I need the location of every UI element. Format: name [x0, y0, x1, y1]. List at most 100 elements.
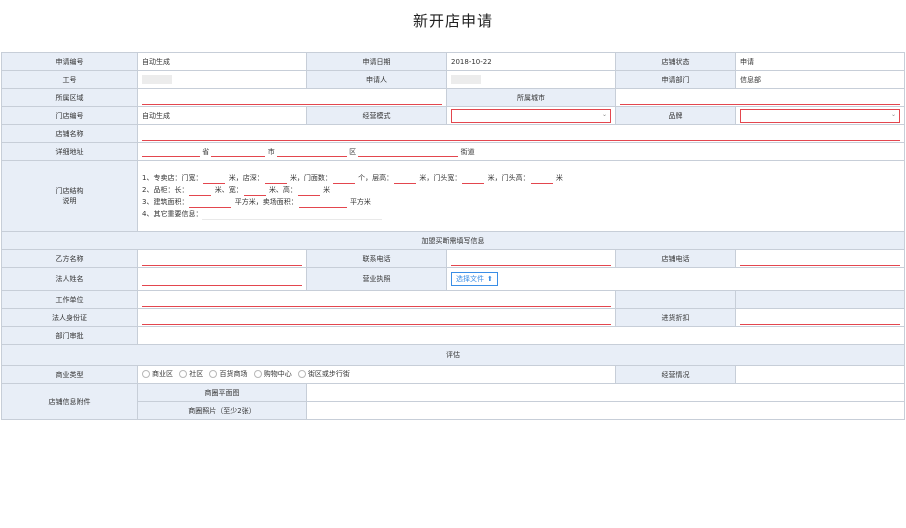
- radio-shopping-center[interactable]: 购物中心: [253, 369, 292, 379]
- work-unit-label: 工作单位: [1, 290, 138, 309]
- street-label: 街道: [460, 148, 475, 156]
- door-width-input[interactable]: [203, 173, 226, 184]
- operation-value[interactable]: [735, 365, 905, 384]
- work-blank-value: [735, 290, 905, 309]
- row-store-no: 门店编号 自动生成 经营模式 ⌄ 品牌 ⌄: [1, 106, 905, 125]
- sign-height-input[interactable]: [530, 173, 553, 184]
- sign-width-input[interactable]: [462, 173, 485, 184]
- biz-type-options: 商业区 社区 百货商场 购物中心 街区或步行街: [137, 365, 616, 384]
- party-b-label: 乙方名称: [1, 249, 138, 268]
- row-address: 详细地址 省 市 区 街道: [1, 142, 905, 161]
- photos-upload[interactable]: [306, 401, 905, 420]
- legal-name-label: 法人姓名: [1, 267, 138, 291]
- struct-text: 平方米，卖场面积：: [234, 198, 298, 206]
- row-attach-1: 店铺信息附件 商圈平面图: [1, 383, 905, 420]
- struct-text: 米，店深：: [228, 174, 264, 182]
- mode-label: 经营模式: [306, 106, 447, 125]
- struct-text: 米、高：: [268, 186, 297, 194]
- brand-label: 品牌: [615, 106, 736, 125]
- structure-label-line2: 说明: [62, 197, 77, 205]
- store-name-label: 店铺名称: [1, 124, 138, 143]
- radio-biz-district[interactable]: 商业区: [142, 369, 173, 379]
- district-label: 区: [349, 148, 357, 156]
- brand-select[interactable]: ⌄: [735, 106, 905, 125]
- applicant-label: 申请人: [306, 70, 447, 89]
- emp-no-redacted: [142, 75, 172, 84]
- phone-label: 联系电话: [306, 249, 447, 268]
- structure-line-2: 2、品柜：长： 米、宽： 米、高： 米: [142, 184, 900, 196]
- struct-text: 平方米: [349, 198, 371, 206]
- legal-id-label: 法人身份证: [1, 308, 138, 327]
- apply-no-value: 自动生成: [137, 52, 307, 71]
- biz-type-label: 商业类型: [1, 365, 138, 384]
- struct-text: 米: [555, 174, 563, 182]
- address-fields: 省 市 区 街道: [137, 142, 905, 161]
- structure-label-line1: 门店结构: [55, 187, 84, 195]
- province-input[interactable]: [142, 146, 200, 157]
- apply-no-label: 申请编号: [1, 52, 138, 71]
- store-phone-input[interactable]: [735, 249, 905, 268]
- city-address-input[interactable]: [211, 146, 266, 157]
- legal-id-input[interactable]: [137, 308, 616, 327]
- counter-height-input[interactable]: [297, 185, 320, 196]
- row-partner: 乙方名称 联系电话 店铺电话: [1, 249, 905, 268]
- depth-input[interactable]: [264, 173, 287, 184]
- store-name-input[interactable]: [137, 124, 905, 143]
- dept-value: 信息部: [735, 70, 905, 89]
- region-input[interactable]: [137, 88, 447, 107]
- section-join-header: 加盟买断需填写信息: [1, 231, 905, 250]
- party-b-input[interactable]: [137, 249, 307, 268]
- choose-file-button[interactable]: 选择文件 ⬆: [451, 272, 498, 286]
- store-application-form: 申请编号 自动生成 申请日期 2018-10-22 店铺状态 申请 工号 申请人…: [1, 52, 905, 420]
- phone-input[interactable]: [446, 249, 616, 268]
- struct-text: 2、品柜：长：: [142, 186, 189, 194]
- legal-name-input[interactable]: [137, 267, 307, 291]
- street-input[interactable]: [358, 146, 459, 157]
- row-structure: 门店结构 说明 1、专卖店：门宽： 米，店深： 米，门面数： 个，层高： 米，门…: [1, 160, 905, 232]
- row-work: 工作单位: [1, 290, 905, 309]
- license-upload: 选择文件 ⬆: [446, 267, 905, 291]
- floor-plan-label: 商圈平面图: [137, 383, 307, 402]
- building-area-input[interactable]: [189, 197, 232, 208]
- row-biz-type: 商业类型 商业区 社区 百货商场 购物中心 街区或步行街 经营情况: [1, 365, 905, 384]
- work-unit-input[interactable]: [137, 290, 616, 309]
- mode-select[interactable]: ⌄: [446, 106, 616, 125]
- emp-no-label: 工号: [1, 70, 138, 89]
- radio-community[interactable]: 社区: [179, 369, 203, 379]
- photos-label: 商圈照片（至少2张）: [137, 401, 307, 420]
- radio-department-store[interactable]: 百货商场: [209, 369, 247, 379]
- license-label: 营业执照: [306, 267, 447, 291]
- dept-label: 申请部门: [615, 70, 736, 89]
- province-label: 省: [202, 148, 210, 156]
- floor-plan-upload[interactable]: [306, 383, 905, 402]
- radio-pedestrian-street[interactable]: 街区或步行街: [297, 369, 350, 379]
- structure-line-1: 1、专卖店：门宽： 米，店深： 米，门面数： 个，层高： 米，门头宽： 米，门头…: [142, 172, 900, 184]
- sales-area-input[interactable]: [298, 197, 347, 208]
- other-info-input[interactable]: [202, 209, 383, 220]
- struct-text: 米: [323, 186, 331, 194]
- counter-length-input[interactable]: [189, 185, 212, 196]
- store-no-label: 门店编号: [1, 106, 138, 125]
- section-eval: 评估: [1, 344, 905, 366]
- upload-icon: ⬆: [487, 275, 493, 283]
- row-region: 所属区域 所属城市: [1, 88, 905, 107]
- dept-approve-label: 部门审批: [1, 326, 138, 345]
- store-phone-label: 店铺电话: [615, 249, 736, 268]
- struct-text: 1、专卖店：门宽：: [142, 174, 203, 182]
- row-store-name: 店铺名称: [1, 124, 905, 143]
- structure-line-4: 4、其它重要信息：: [142, 208, 900, 220]
- discount-input[interactable]: [735, 308, 905, 327]
- section-eval-header: 评估: [1, 344, 905, 366]
- counter-width-input[interactable]: [243, 185, 266, 196]
- city-input[interactable]: [615, 88, 905, 107]
- store-no-value: 自动生成: [137, 106, 307, 125]
- city-address-label: 市: [267, 148, 275, 156]
- struct-text: 米，门面数：: [289, 174, 332, 182]
- district-input[interactable]: [276, 146, 347, 157]
- row-attach-2: 商圈照片（至少2张）: [2, 401, 905, 420]
- frontage-count-input[interactable]: [332, 173, 355, 184]
- section-join: 加盟买断需填写信息: [1, 231, 905, 250]
- dept-approve-value: [137, 326, 905, 345]
- struct-text: 米，门头高：: [487, 174, 530, 182]
- floor-height-input[interactable]: [394, 173, 417, 184]
